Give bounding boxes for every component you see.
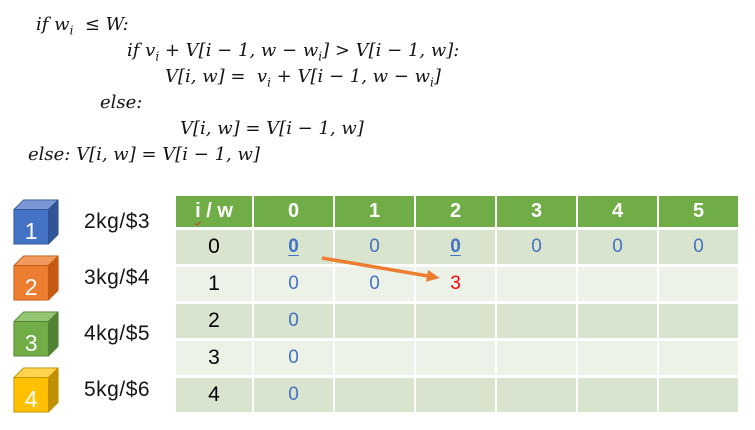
cube-number: 1 [25, 218, 38, 244]
dp-cell-r3-c3 [497, 341, 576, 375]
col-header-1: 1 [335, 196, 414, 227]
code-line-1: if wi ≤ W: [0, 12, 459, 38]
dp-cell-r1-c2: 3 [416, 267, 495, 301]
cube-face [13, 377, 49, 413]
row-header-0: 0 [176, 230, 252, 264]
dp-cell-r2-c2 [416, 304, 495, 338]
cube-icon: 1 [13, 199, 59, 245]
code-line-6: else: V[i, w] = V[i − 1, w] [0, 142, 459, 168]
code-subscript: i [155, 49, 160, 64]
dp-cell-r0-c0: 0 [254, 230, 333, 264]
code-text: ] [433, 66, 441, 87]
code-text: if v [127, 40, 156, 61]
dp-cell-r0-c2: 0 [416, 230, 495, 264]
col-header-3: 3 [497, 196, 576, 227]
col-header-4: 4 [578, 196, 657, 227]
code-subscript: i [69, 23, 74, 38]
code-text: V[i, w] = v [165, 66, 268, 87]
code-subscript: i [267, 75, 271, 90]
dp-cell-r1-c4 [578, 267, 657, 301]
dp-cell-r4-c2 [416, 378, 495, 412]
row-header-2: 2 [176, 304, 252, 338]
code-text: else: [100, 92, 143, 113]
cube-face [13, 209, 49, 245]
cube-number: 4 [25, 386, 38, 412]
col-header-0: 0 [254, 196, 333, 227]
dp-cell-r4-c5 [659, 378, 738, 412]
row-header-3: 3 [176, 341, 252, 375]
col-header-5: 5 [659, 196, 738, 227]
code-text: + V[i − 1, w − w [159, 40, 319, 61]
item-row-1: 1 2kg/$3 [13, 197, 150, 247]
dp-cell-r1-c0: 0 [254, 267, 333, 301]
item-weight-value-label: 3kg/$4 [84, 266, 151, 289]
code-text: ≤ W: [73, 14, 129, 35]
code-text: V[i, w] = V[i − 1, w] [180, 118, 364, 139]
dp-cell-r4-c4 [578, 378, 657, 412]
cube-icon: 3 [13, 311, 59, 357]
item-row-2: 2 3kg/$4 [13, 253, 150, 303]
item-row-3: 3 4kg/$5 [13, 309, 150, 359]
corner-text: / w [200, 200, 233, 222]
item-weight-value-label: 4kg/$5 [84, 322, 151, 345]
code-line-2: if vi + V[i − 1, w − wi] > V[i − 1, w]: [0, 38, 459, 64]
corner-header-i-over-w: i / w [176, 196, 252, 227]
dp-cell-r3-c2 [416, 341, 495, 375]
code-subscript: i [318, 49, 323, 64]
dp-cell-r1-c1: 0 [335, 267, 414, 301]
cube-face [13, 321, 49, 357]
cube-icon: 2 [13, 255, 59, 301]
dp-cell-r3-c0: 0 [254, 341, 333, 375]
code-line-4: else: [0, 90, 459, 116]
dp-cell-r2-c5 [659, 304, 738, 338]
dp-cell-r3-c5 [659, 341, 738, 375]
dp-cell-r2-c3 [497, 304, 576, 338]
row-header-1: 1 [176, 267, 252, 301]
code-line-5: V[i, w] = V[i − 1, w] [0, 116, 459, 142]
dp-cell-r3-c1 [335, 341, 414, 375]
item-weight-value-label: 2kg/$3 [84, 210, 151, 233]
item-weight-value-label: 5kg/$6 [84, 378, 151, 401]
dp-cell-r2-c0: 0 [254, 304, 333, 338]
item-row-4: 4 5kg/$6 [13, 365, 150, 415]
dp-cell-r4-c1 [335, 378, 414, 412]
col-header-2: 2 [416, 196, 495, 227]
dp-cell-r3-c4 [578, 341, 657, 375]
dp-cell-r0-c3: 0 [497, 230, 576, 264]
items-legend: 1 2kg/$3 2 3kg/$4 3 4kg/$5 4 5kg/$6 [13, 197, 183, 427]
code-text: else: V[i, w] = V[i − 1, w] [28, 144, 260, 165]
code-text: if w [36, 14, 70, 35]
cube-number: 3 [25, 330, 38, 356]
code-text: + V[i − 1, w − w [270, 66, 430, 87]
code-subscript: i [430, 75, 434, 90]
row-header-4: 4 [176, 378, 252, 412]
dp-cell-r4-c0: 0 [254, 378, 333, 412]
dp-cell-r1-c3 [497, 267, 576, 301]
corner-i-with-spellcheck-squiggle: i [195, 200, 201, 222]
dp-cell-r0-c4: 0 [578, 230, 657, 264]
cube-face [13, 265, 49, 301]
cube-number: 2 [25, 274, 38, 300]
dp-cell-r0-c5: 0 [659, 230, 738, 264]
dp-cell-r4-c3 [497, 378, 576, 412]
dp-cell-r0-c1: 0 [335, 230, 414, 264]
dp-cell-r2-c1 [335, 304, 414, 338]
dp-cell-r1-c5 [659, 267, 738, 301]
code-text: ] > V[i − 1, w]: [322, 40, 460, 61]
code-line-3: V[i, w] = vi + V[i − 1, w − wi] [0, 64, 459, 90]
cube-icon: 4 [13, 367, 59, 413]
dp-cell-r2-c4 [578, 304, 657, 338]
pseudocode-block: if wi ≤ W:if vi + V[i − 1, w − wi] > V[i… [0, 12, 459, 168]
